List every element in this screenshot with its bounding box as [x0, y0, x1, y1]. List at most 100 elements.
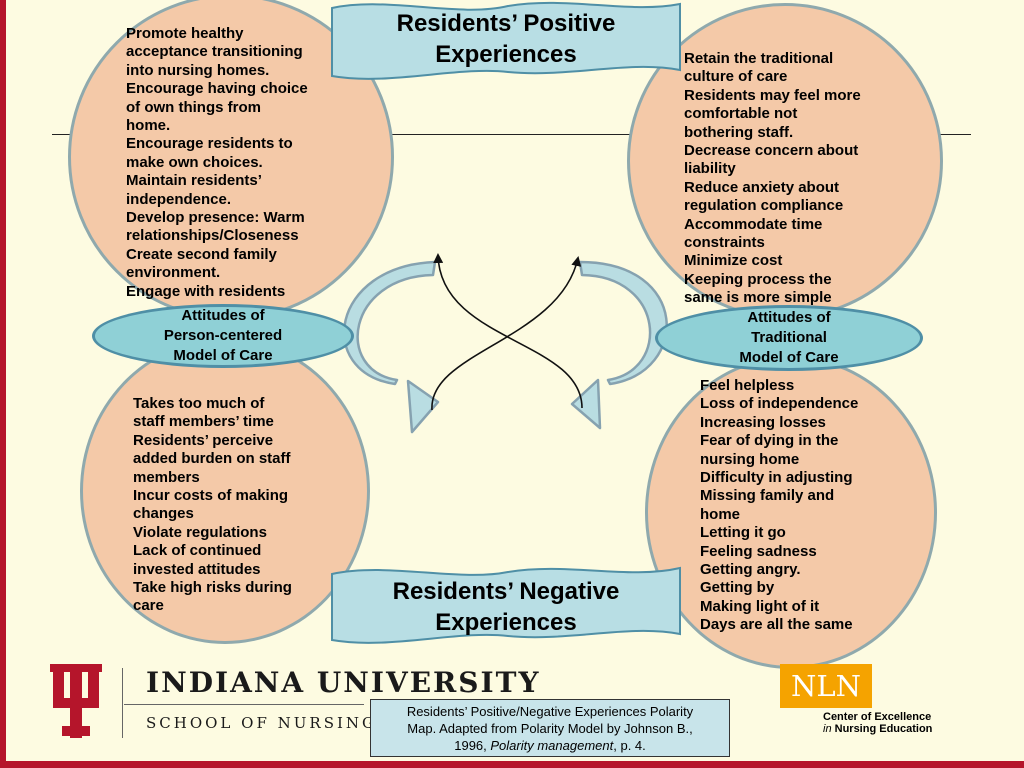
- list-item: nursing home: [700, 450, 800, 468]
- list-item: Minimize cost: [684, 252, 783, 270]
- list-item: independence.: [126, 190, 232, 208]
- list-item: Take high risks during: [133, 579, 292, 597]
- list-item: Decrease concern about: [684, 142, 859, 160]
- list-item: Getting angry.: [700, 561, 801, 579]
- caption-page: , p. 4.: [613, 738, 646, 753]
- list-item: home.: [126, 117, 171, 135]
- left-accent-bar: [0, 0, 6, 768]
- list-item: Maintain residents’: [126, 172, 262, 190]
- list-item: environment.: [126, 264, 221, 282]
- nln-tagline-in: in: [823, 723, 832, 735]
- list-item: added burden on staff: [133, 450, 291, 468]
- list-item: staff members’ time: [133, 413, 274, 431]
- list-item: Create second family: [126, 245, 277, 263]
- pole-right-line1: Attitudes of: [747, 309, 831, 326]
- brand-underline: [124, 704, 364, 705]
- list-item: bothering staff.: [684, 123, 794, 141]
- list-item: Takes too much of: [133, 395, 265, 412]
- list-item: acceptance transitioning: [126, 43, 303, 61]
- pole-left-line2: Person-centered: [163, 327, 283, 344]
- caption-year: 1996,: [454, 738, 491, 753]
- list-item: care: [133, 597, 164, 615]
- banner-negative-line2: Experiences: [435, 609, 577, 636]
- banner-positive-line2: Experiences: [435, 41, 577, 68]
- list-item: of own things from: [126, 98, 261, 116]
- list-item: Reduce anxiety about: [684, 178, 840, 196]
- banner-negative-line1: Residents’ Negative: [392, 578, 620, 605]
- list-item: liability: [684, 160, 736, 178]
- school-name: SCHOOL OF NURSING: [146, 714, 377, 732]
- caption-line1: Residents’ Positive/Negative Experiences…: [406, 704, 694, 719]
- banner-negative-shape: [331, 566, 681, 644]
- list-item: Getting by: [700, 579, 775, 597]
- list-item: Residents’ perceive: [133, 431, 274, 449]
- list-item: culture of care: [684, 68, 788, 86]
- quadrant-bottom-left-list: Takes too much of staff members’ time Re…: [133, 395, 292, 616]
- banner-negative: Residents’ Negative Experiences: [338, 576, 674, 638]
- list-item: Missing family and: [700, 487, 835, 505]
- banner-positive-line1: Residents’ Positive: [396, 10, 616, 37]
- list-item: Difficulty in adjusting: [700, 469, 853, 487]
- list-item: Accommodate time: [684, 215, 823, 233]
- list-item: Incur costs of making: [133, 487, 289, 505]
- brand-divider: [122, 668, 123, 738]
- list-item: Lack of continued: [133, 542, 262, 560]
- right-cycle-arrow: [570, 260, 668, 430]
- list-item: Residents may feel more: [684, 86, 861, 104]
- list-item: home: [700, 505, 741, 523]
- nln-tagline-rest: Nursing Education: [831, 723, 933, 735]
- list-item: constraints: [684, 234, 765, 252]
- oval-bottom-left: [80, 338, 370, 644]
- caption-line3: 1996, Polarity management, p. 4.: [375, 737, 725, 754]
- list-item: into nursing homes.: [126, 61, 270, 79]
- list-item: Engage with residents: [126, 282, 286, 300]
- banner-positive: Residents’ Positive Experiences: [338, 8, 674, 70]
- list-item: Violate regulations: [133, 523, 267, 541]
- nln-logo: NLN: [780, 664, 872, 708]
- pole-left-line3: Model of Care: [173, 347, 273, 364]
- list-item: Increasing losses: [700, 413, 826, 431]
- pole-person-centered: Attitudes of Person-centered Model of Ca…: [92, 304, 354, 368]
- list-item: make own choices.: [126, 153, 263, 171]
- arrow-line-to-left: [433, 253, 583, 409]
- list-item: Feel helpless: [700, 377, 795, 394]
- arrow-line-to-right: [431, 256, 582, 411]
- caption-book-title: Polarity management: [490, 738, 614, 753]
- left-cycle-arrow: [342, 260, 440, 434]
- nln-tagline: Center of Excellence in Nursing Educatio…: [823, 711, 932, 735]
- figure-caption: Residents’ Positive/Negative Experiences…: [370, 699, 730, 757]
- divider-line-center: [380, 134, 642, 135]
- list-item: Fear of dying in the: [700, 432, 839, 450]
- nln-tagline-line1: Center of Excellence: [823, 711, 932, 723]
- list-item: Feeling sadness: [700, 542, 817, 560]
- list-item: invested attitudes: [133, 560, 261, 578]
- list-item: Retain the traditional: [684, 50, 834, 67]
- university-name: INDIANA UNIVERSITY: [146, 666, 541, 699]
- list-item: changes: [133, 505, 194, 523]
- list-item: regulation compliance: [684, 197, 844, 215]
- divider-line-right: [940, 134, 971, 135]
- list-item: Encourage having choice: [126, 80, 308, 98]
- iu-trident-logo: [50, 664, 102, 738]
- list-item: Encourage residents to: [126, 135, 293, 153]
- list-item: Letting it go: [700, 524, 786, 542]
- quadrant-bottom-right-list: Feel helpless Loss of independence Incre…: [700, 377, 858, 635]
- pole-right-line3: Model of Care: [739, 349, 839, 366]
- pole-right-line2: Traditional: [751, 329, 827, 346]
- banner-positive-shape: [331, 1, 681, 80]
- list-item: Making light of it: [700, 597, 820, 615]
- list-item: Develop presence: Warm: [126, 209, 305, 227]
- list-item: Keeping process the: [684, 270, 832, 288]
- list-item: relationships/Closeness: [126, 227, 299, 245]
- list-item: members: [133, 468, 200, 486]
- list-item: comfortable not: [684, 105, 798, 123]
- list-item: Days are all the same: [700, 616, 853, 634]
- list-item: same is more simple: [684, 289, 832, 307]
- nln-tagline-line2: in Nursing Education: [823, 723, 932, 735]
- pole-left-line1: Attitudes of: [181, 307, 265, 324]
- list-item: Promote healthy: [126, 25, 244, 42]
- bottom-accent-bar: [0, 761, 1024, 768]
- caption-line2: Map. Adapted from Polarity Model by John…: [407, 721, 693, 736]
- quadrant-top-left-list: Promote healthy acceptance transitioning…: [126, 25, 308, 301]
